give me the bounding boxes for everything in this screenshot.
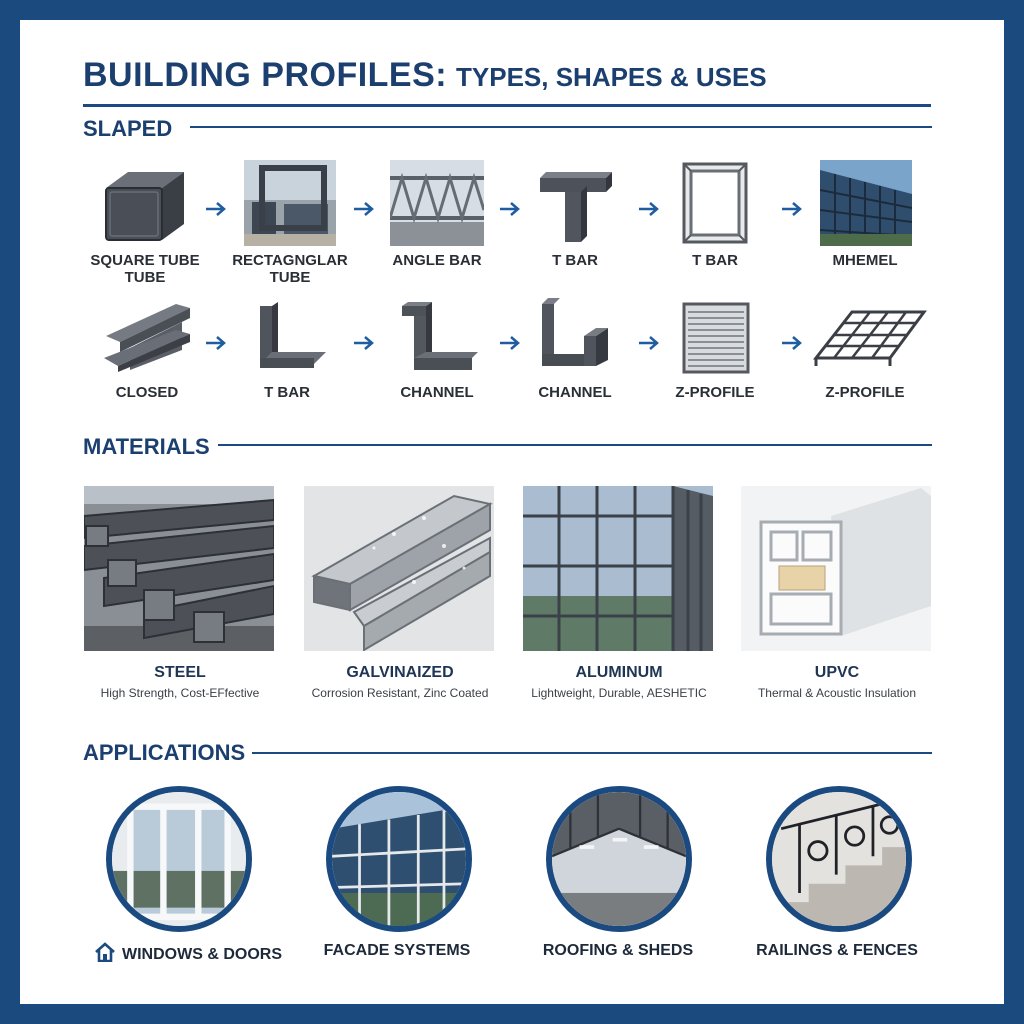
arrow-right-icon: [498, 334, 522, 352]
u-channel-image: [536, 298, 614, 374]
shape-label-closed: CLOSED: [115, 384, 179, 401]
material-desc-galvanized: Corrosion Resistant, Zinc Coated: [311, 686, 489, 700]
application-image-windows: [106, 786, 252, 932]
angle-bar-image: [390, 160, 484, 246]
material-desc-aluminum: Lightweight, Durable, AESHETIC: [531, 686, 707, 700]
frame-image: [680, 160, 750, 246]
shape-label-z-profile: Z-PROFILE: [675, 384, 755, 401]
rectangular-tube-image: [244, 160, 336, 246]
material-name-aluminum: ALUMINUM: [575, 664, 663, 681]
shape-label-t-bar-3: T BAR: [264, 384, 310, 401]
application-image-roofing: [546, 786, 692, 932]
shape-label-channel-2: CHANNEL: [538, 384, 612, 401]
material-image-upvc: [741, 486, 931, 651]
square-tube-image: [100, 166, 190, 246]
application-label-windows: WINDOWS & DOORS: [122, 946, 282, 963]
channel-image: [396, 300, 478, 374]
facade-image: [820, 160, 912, 246]
louver-image: [680, 300, 752, 376]
section-divider-materials: [218, 444, 932, 446]
arrow-right-icon: [352, 334, 376, 352]
shape-label-t-bar-2: T BAR: [692, 252, 738, 269]
page-title: BUILDING PROFILES: TYPES, SHAPES & USES: [83, 56, 767, 95]
house-icon: [94, 942, 116, 963]
arrow-right-icon: [352, 200, 376, 218]
grid-image: [812, 308, 928, 370]
closed-profile-image: [100, 296, 196, 372]
section-divider-shapes: [190, 126, 932, 128]
arrow-right-icon: [780, 200, 804, 218]
section-divider-applications: [252, 752, 932, 754]
application-label-roofing: ROOFING & SHEDS: [542, 942, 694, 959]
application-item-windows: WINDOWS & DOORS: [88, 942, 288, 964]
arrow-right-icon: [637, 334, 661, 352]
shape-label-channel: CHANNEL: [400, 384, 474, 401]
l-angle-image: [246, 302, 328, 372]
application-label-railings: RAILINGS & FENCES: [756, 942, 918, 959]
shape-label-mhemel: MHEMEL: [832, 252, 898, 269]
title-divider: [83, 104, 931, 107]
shape-label-t-bar: T BAR: [552, 252, 598, 269]
shape-label-angle-bar: ANGLE BAR: [392, 252, 482, 269]
arrow-right-icon: [498, 200, 522, 218]
material-desc-steel: High Strength, Cost-EFfective: [100, 686, 260, 700]
application-image-facade: [326, 786, 472, 932]
section-heading-shapes: SLAPED: [83, 116, 173, 141]
shape-label-z-profile-2: Z-PROFILE: [825, 384, 905, 401]
material-desc-upvc: Thermal & Acoustic Insulation: [757, 686, 917, 700]
arrow-right-icon: [637, 200, 661, 218]
t-bar-image: [536, 170, 614, 244]
application-label-facade: FACADE SYSTEMS: [323, 942, 471, 959]
material-name-galvanized: GALVINAIZED: [346, 664, 454, 681]
section-heading-materials: MATERIALS: [83, 434, 210, 459]
page-title-main: BUILDING PROFILES:: [83, 56, 448, 94]
material-image-galvanized: [304, 486, 494, 651]
material-image-steel: [84, 486, 274, 651]
material-image-aluminum: [523, 486, 713, 651]
application-image-railings: [766, 786, 912, 932]
section-heading-applications: APPLICATIONS: [83, 740, 246, 765]
arrow-right-icon: [204, 200, 228, 218]
arrow-right-icon: [780, 334, 804, 352]
page-title-sub: TYPES, SHAPES & USES: [456, 62, 767, 92]
material-name-steel: STEEL: [154, 664, 206, 681]
infographic-page: BUILDING PROFILES: TYPES, SHAPES & USES …: [20, 20, 1004, 1004]
arrow-right-icon: [204, 334, 228, 352]
material-name-upvc: UPVC: [814, 664, 860, 681]
